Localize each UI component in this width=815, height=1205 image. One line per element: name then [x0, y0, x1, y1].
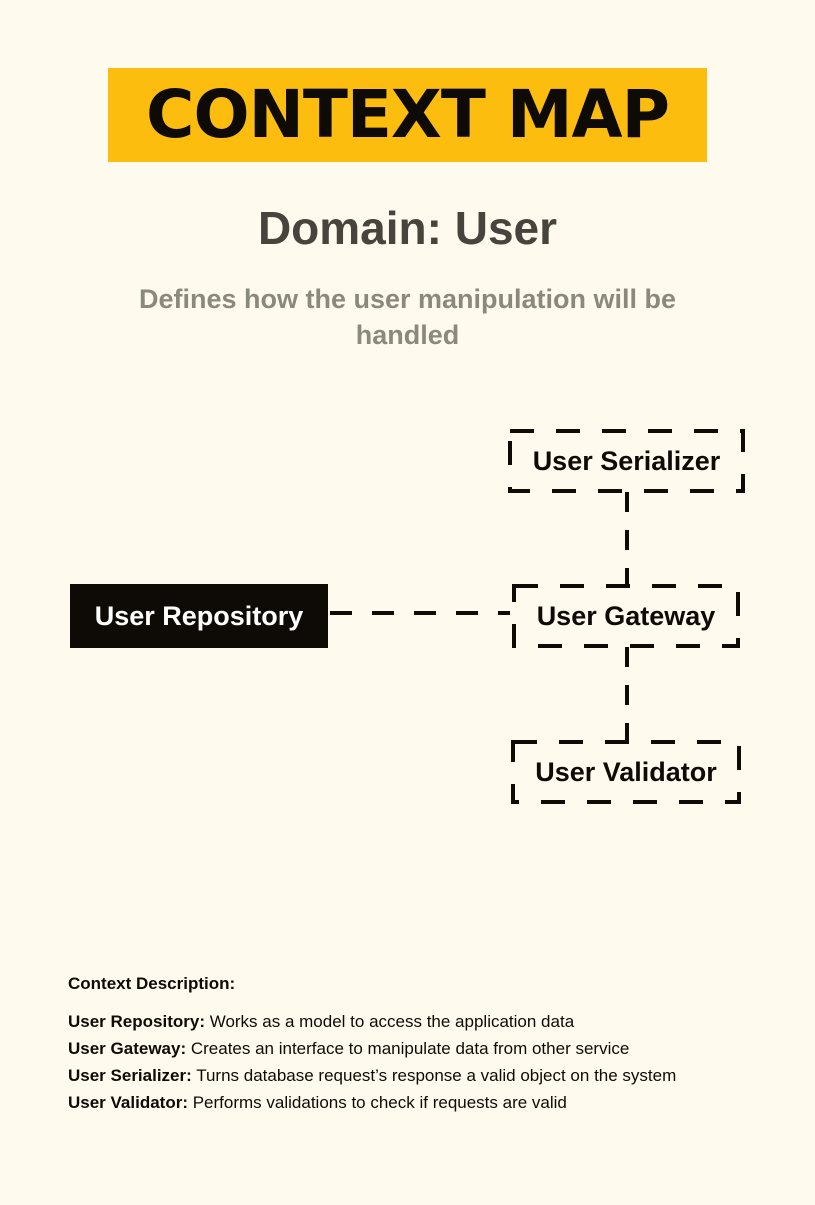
page-title: CONTEXT MAP: [146, 76, 670, 153]
node-user-serializer: User Serializer: [510, 431, 743, 491]
node-user-repository-label: User Repository: [94, 600, 304, 631]
context-description: Context Description: User Repository: Wo…: [68, 972, 788, 1116]
node-user-serializer-label: User Serializer: [532, 445, 721, 476]
description-item-name: User Gateway:: [68, 1039, 187, 1058]
description-item-name: User Serializer:: [68, 1066, 192, 1085]
title-banner: CONTEXT MAP: [108, 68, 707, 162]
description-item: User Gateway: Creates an interface to ma…: [68, 1035, 788, 1062]
node-user-validator-label: User Validator: [535, 756, 717, 787]
domain-subtitle: Defines how the user manipulation will b…: [138, 284, 677, 350]
node-user-validator: User Validator: [513, 742, 739, 802]
domain-title: Domain: User: [257, 202, 558, 254]
node-user-gateway-label: User Gateway: [536, 600, 716, 631]
description-item-name: User Validator:: [68, 1093, 188, 1112]
gateway-box: [512, 584, 740, 648]
description-item-text: Works as a model to access the applicati…: [204, 1012, 575, 1031]
node-user-gateway: User Gateway: [514, 586, 738, 646]
serializer-box: [508, 429, 745, 493]
description-item-name: User Repository:: [68, 1012, 205, 1031]
description-item-text: Performs validations to check if request…: [188, 1093, 567, 1112]
description-item: User Validator: Performs validations to …: [68, 1089, 788, 1116]
description-heading: Context Description:: [68, 974, 236, 993]
description-item: User Serializer: Turns database request’…: [68, 1062, 788, 1089]
description-item: User Repository: Works as a model to acc…: [68, 1008, 788, 1035]
validator-box: [511, 740, 741, 804]
description-item-text: Turns database request’s response a vali…: [191, 1066, 677, 1085]
node-user-repository: User Repository: [70, 584, 328, 648]
description-item-text: Creates an interface to manipulate data …: [186, 1039, 630, 1058]
